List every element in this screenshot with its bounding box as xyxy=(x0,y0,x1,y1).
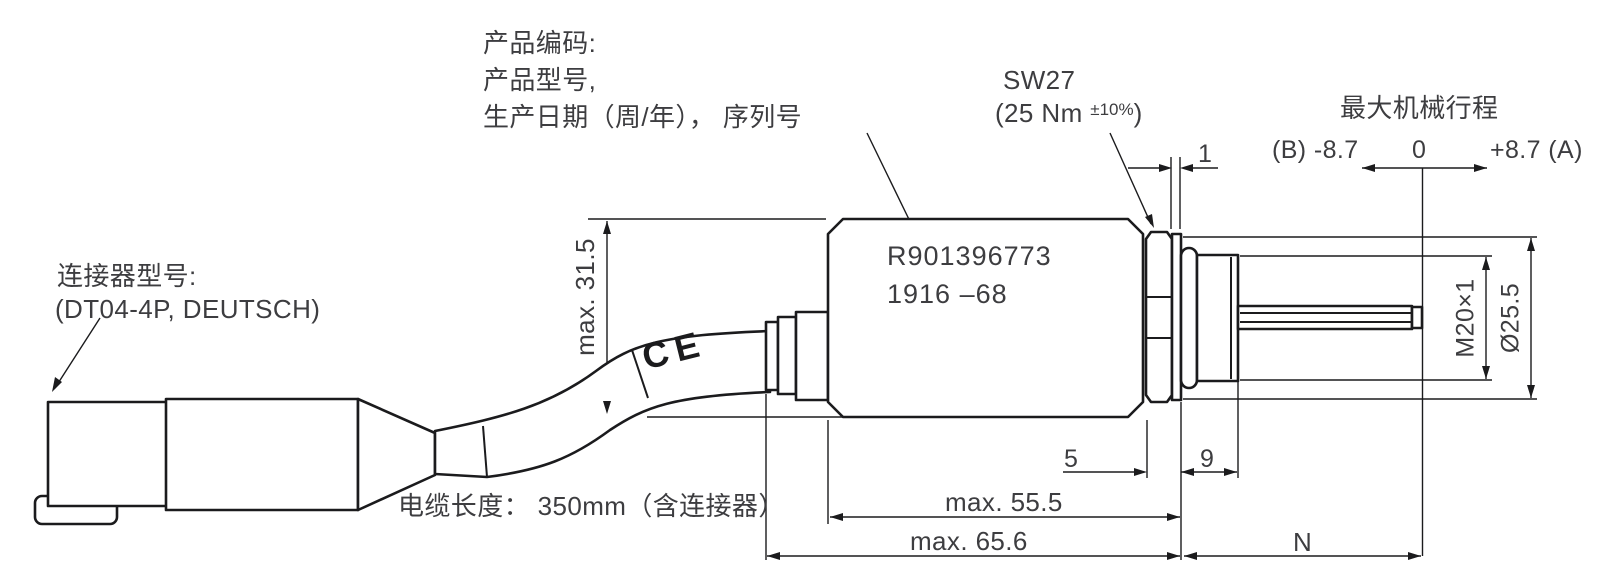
diameter-label: Ø25.5 xyxy=(1496,282,1525,354)
thread-size-label: M20×1 xyxy=(1451,278,1480,358)
cable-segment-line xyxy=(631,349,649,399)
connector-front-housing xyxy=(46,400,169,508)
dim-total-length-label: max. 65.6 xyxy=(910,526,1028,556)
extension-and-dimension-lines xyxy=(588,157,1537,560)
seal-ring xyxy=(1179,246,1199,390)
product-code-note-line3: 生产日期（周/年）， 序列号 xyxy=(483,102,803,132)
stroke-negative-label: (B) -8.7 xyxy=(1272,136,1359,164)
tightening-torque-label: (25 Nm ±10%) xyxy=(995,98,1143,129)
stroke-zero-label: 0 xyxy=(1412,136,1427,164)
thread-flange xyxy=(1195,253,1240,383)
body-marking-line2: 1916 –68 xyxy=(887,279,1008,309)
connector-leader-line xyxy=(54,317,101,389)
dim-rod-length-label: N xyxy=(1293,527,1313,557)
dim-body-length-label: max. 55.5 xyxy=(945,487,1063,517)
sensor-housing xyxy=(826,217,1145,419)
cable-length-label: 电缆长度： 350mm（含连接器） xyxy=(398,491,785,521)
max-stroke-title: 最大机械行程 xyxy=(1340,93,1499,123)
washer xyxy=(1170,232,1183,402)
dim-nut-protrusion-label: 5 xyxy=(1064,445,1079,473)
rod-end-cap xyxy=(1410,305,1424,330)
connector-type-note-line1: 连接器型号: xyxy=(57,261,197,291)
dim-flange-depth-label: 9 xyxy=(1200,445,1215,473)
push-rod xyxy=(1236,304,1424,331)
body-marking-line1: R901396773 xyxy=(887,241,1052,271)
dim-washer-thickness-label: 1 xyxy=(1198,140,1213,168)
connector-leader-arrowhead xyxy=(52,377,62,392)
stroke-positive-label: +8.7 (A) xyxy=(1490,136,1583,164)
product-code-note-line2: 产品型号, xyxy=(483,65,597,95)
hex-nut xyxy=(1144,230,1174,404)
cable-connector xyxy=(33,397,437,526)
connector-type-note-line2: (DT04-4P, DEUTSCH) xyxy=(55,294,321,324)
dim-height-label: max. 31.5 xyxy=(570,238,601,356)
cable-segment-line xyxy=(482,425,488,478)
connector-rear-housing xyxy=(164,397,360,512)
product-code-note-line1: 产品编码: xyxy=(483,28,597,58)
dimension-arrowheads xyxy=(52,164,1535,560)
wrench-leader-line xyxy=(1109,132,1152,225)
wrench-size-label: SW27 xyxy=(1003,65,1076,95)
cable xyxy=(433,329,772,479)
torque-close-paren: ) xyxy=(1133,98,1143,128)
cable-gland xyxy=(764,310,830,402)
torque-value: (25 Nm xyxy=(995,98,1091,128)
torque-tolerance: ±10% xyxy=(1090,100,1134,119)
wrench-leader-arrowhead xyxy=(1145,214,1154,228)
